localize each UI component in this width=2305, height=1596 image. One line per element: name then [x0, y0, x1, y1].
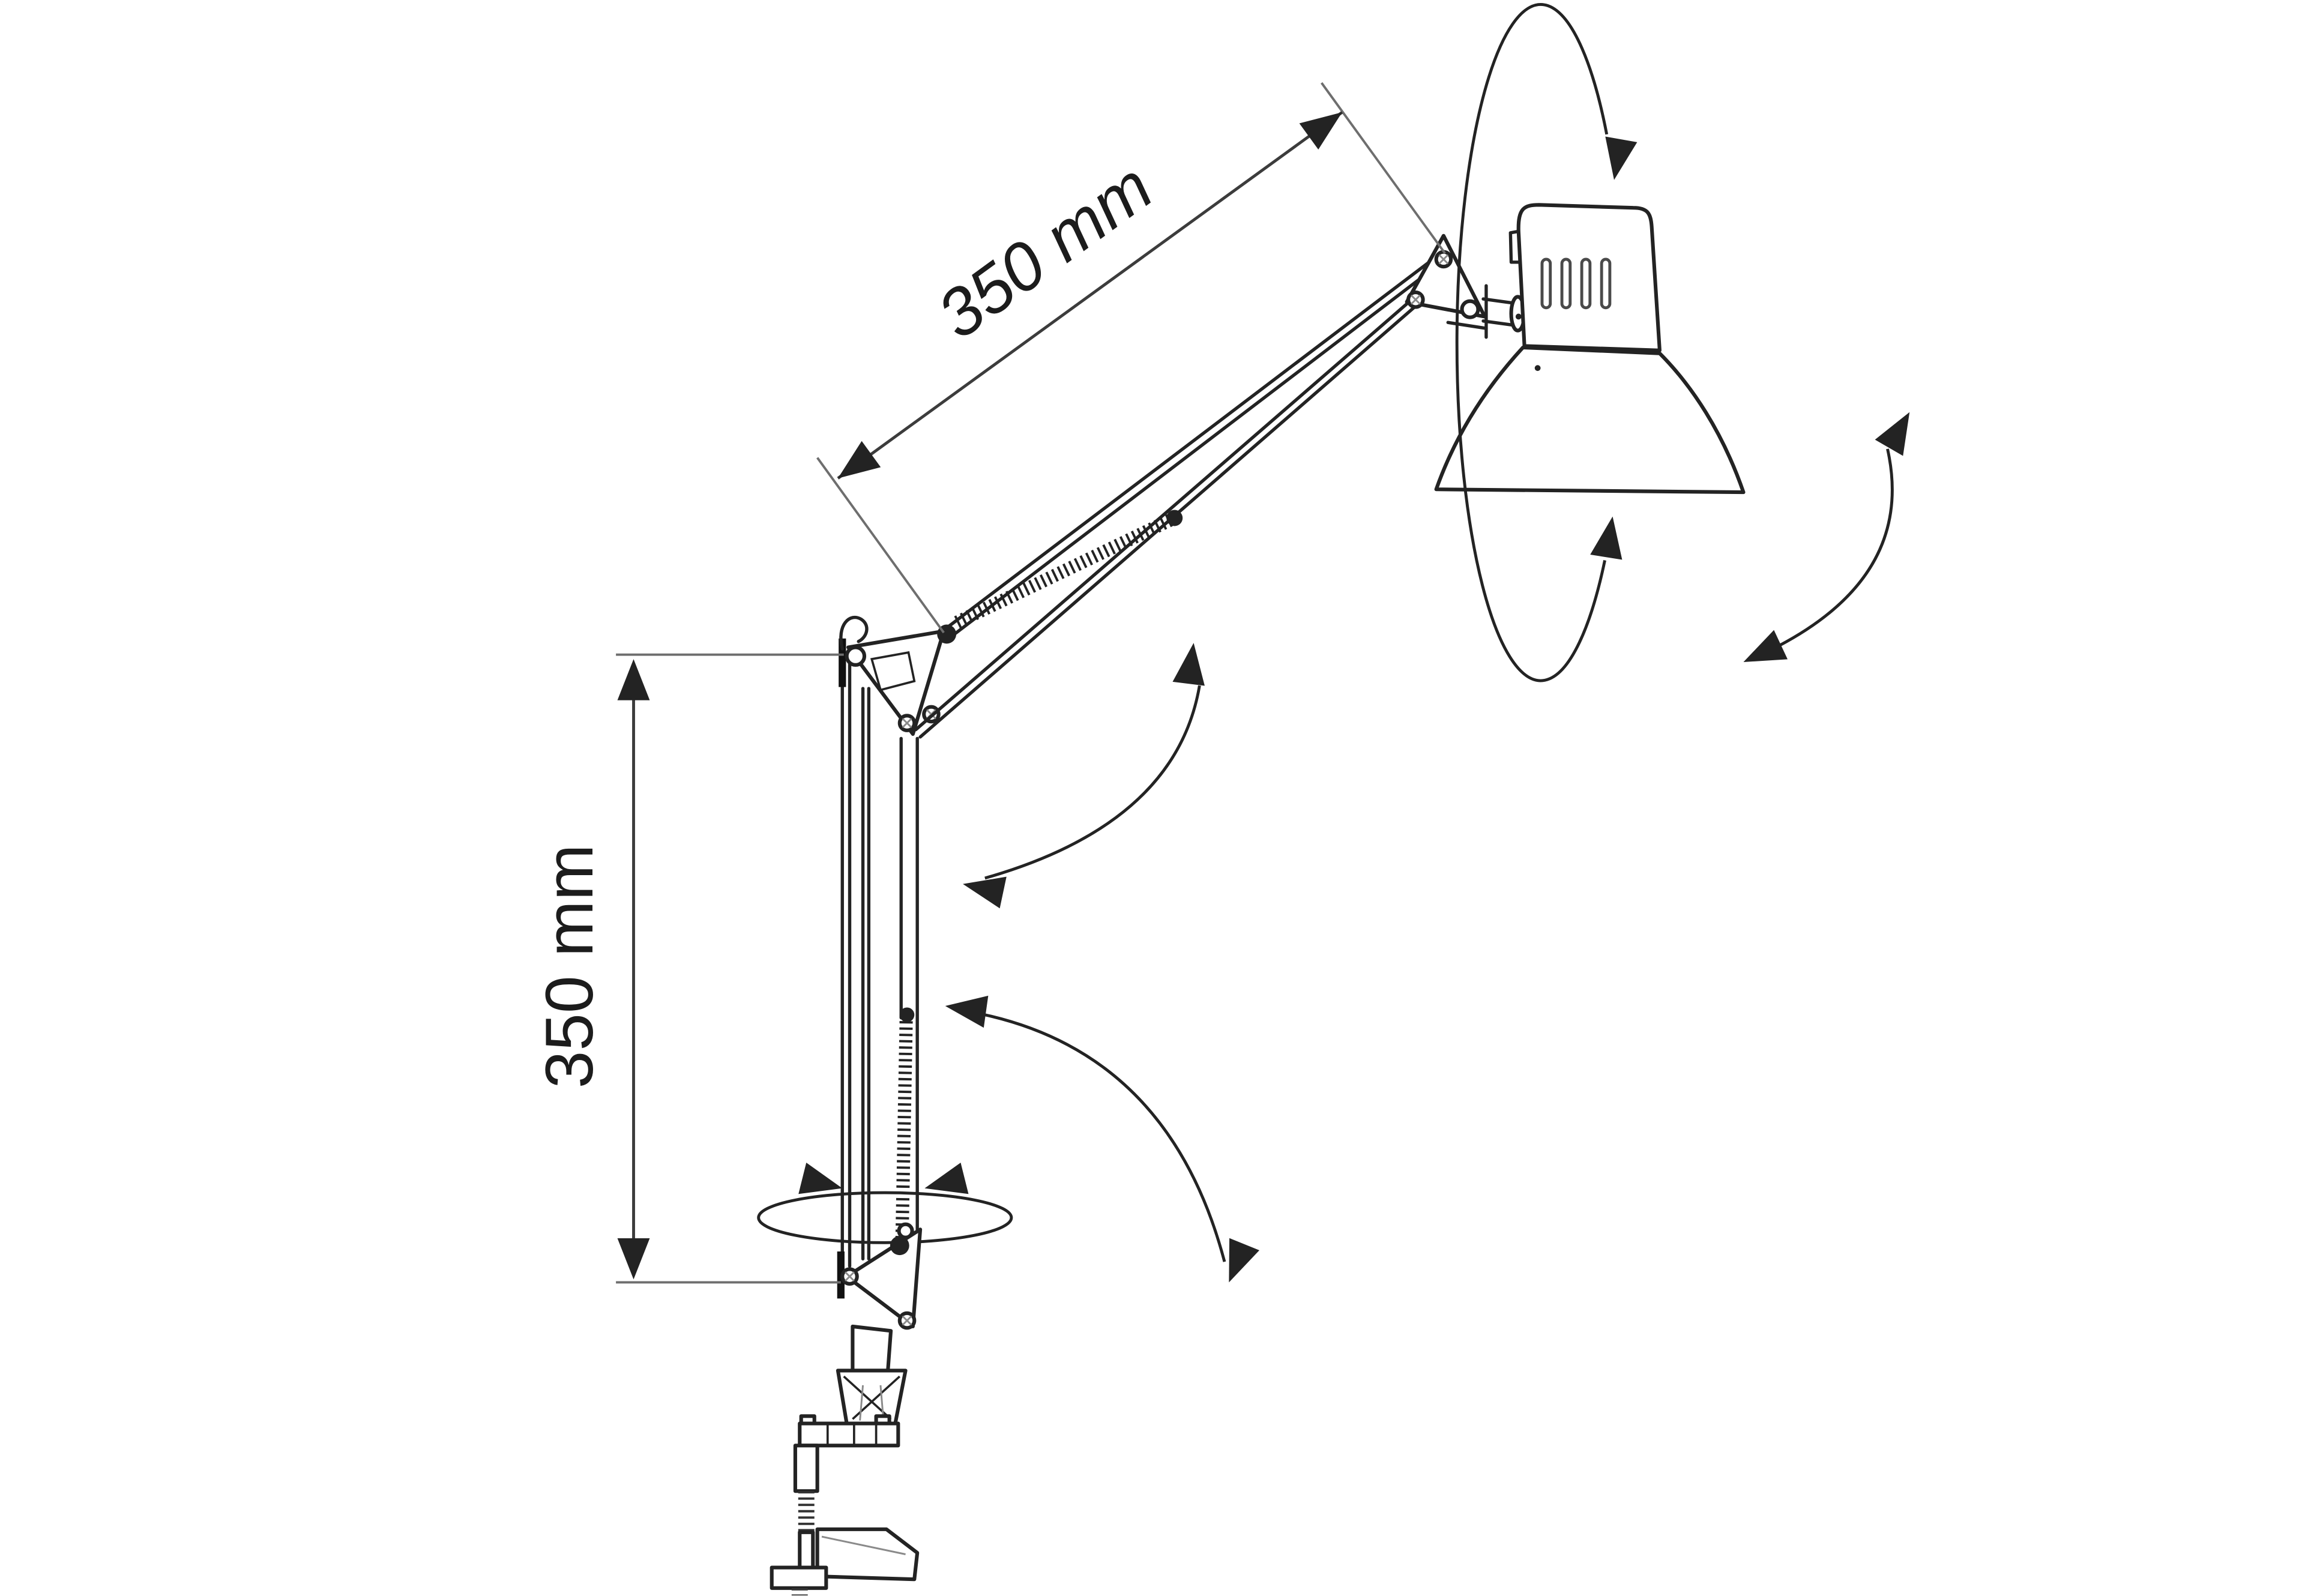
elbow-pivot — [845, 645, 867, 667]
elbow-joint — [839, 615, 957, 736]
desk-clamp — [770, 1324, 920, 1596]
screw-icon — [897, 1222, 914, 1239]
extension-line — [816, 457, 945, 634]
lower-arm-arc-arrow — [942, 990, 1260, 1289]
vent-slots — [1540, 257, 1612, 310]
elbow-cutout — [870, 651, 916, 691]
lower-dimension-label: 350 mm — [531, 844, 607, 1088]
clamp-arm — [793, 1444, 819, 1493]
base-rotation-ellipse-arrow — [757, 1162, 1013, 1244]
lamp-shade — [1434, 345, 1746, 495]
head-joint — [1405, 233, 1526, 339]
extension-line — [1321, 82, 1446, 254]
clamp-pad — [770, 1565, 828, 1590]
spring-anchor-dot — [899, 1007, 915, 1022]
spring-anchor-dot — [1166, 510, 1183, 526]
shade-screw-dot — [1534, 365, 1541, 372]
head-tilt-arc-arrow — [1737, 404, 1924, 677]
base-bracket — [840, 1222, 923, 1330]
dimension-lower-arm: 350 mm — [531, 653, 844, 1284]
dimension-line — [837, 111, 1343, 480]
spring-hook-icon — [839, 615, 869, 651]
head-pivot — [1460, 299, 1480, 319]
head-spin-ellipse-arrow — [1455, 3, 1638, 682]
lower-arm — [837, 638, 919, 1299]
lamp-switch — [1508, 229, 1521, 264]
spring-anchor-dot — [890, 1236, 909, 1256]
clamp-top-plate — [798, 1421, 900, 1448]
upper-arm-spring — [954, 510, 1183, 628]
lamp-head — [1434, 203, 1746, 495]
clamp-knob — [836, 1369, 908, 1426]
clamp-neck — [851, 1324, 893, 1373]
upper-arm — [914, 247, 1451, 739]
upper-arm-arc-arrow — [959, 640, 1210, 909]
